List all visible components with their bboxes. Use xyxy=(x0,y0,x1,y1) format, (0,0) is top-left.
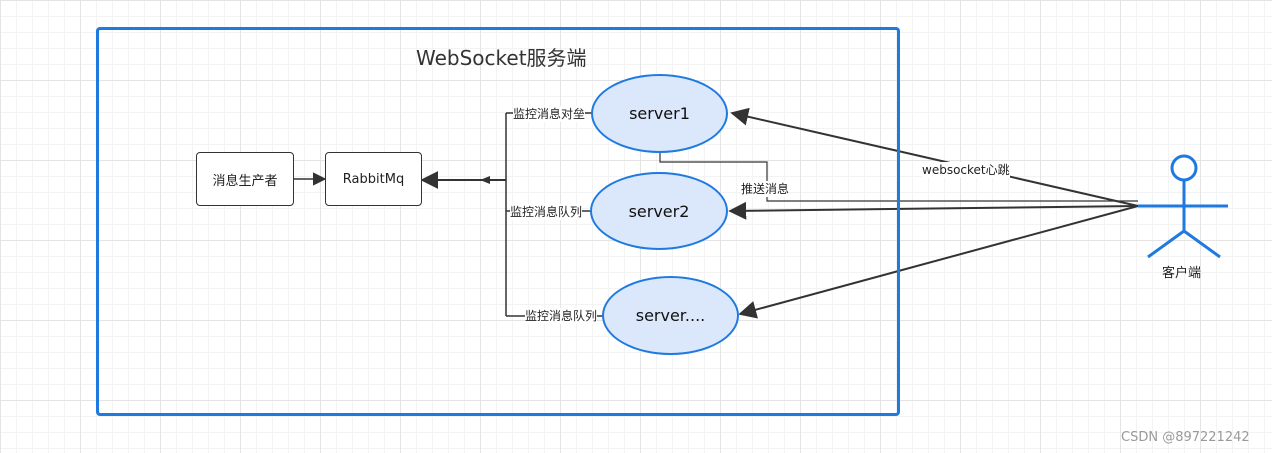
edge-label-monitor-2: 监控消息队列 xyxy=(510,204,583,220)
edge-client-to-server1 xyxy=(730,107,1139,207)
edge-push-message xyxy=(659,153,1138,202)
rabbitmq-node: RabbitMq xyxy=(325,152,422,206)
csdn-watermark: CSDN @897221242 xyxy=(1121,430,1250,445)
user-actor-icon xyxy=(1138,154,1228,259)
client-actor-label: 客户端 xyxy=(1162,266,1202,281)
server2-node: server2 xyxy=(590,172,728,250)
server1-node: server1 xyxy=(591,74,728,153)
edge-label-push: 推送消息 xyxy=(741,181,790,197)
server-n-node: server.... xyxy=(602,276,739,355)
rabbitmq-label: RabbitMq xyxy=(342,171,405,187)
server1-label: server1 xyxy=(629,104,690,123)
edge-client-to-server2 xyxy=(728,201,1139,220)
frame-title: WebSocket服务端 xyxy=(416,46,587,70)
edge-label-heartbeat: websocket心跳 xyxy=(922,162,1010,178)
producer-label: 消息生产者 xyxy=(212,173,278,189)
server2-label: server2 xyxy=(628,201,690,221)
edge-label-monitor-3: 监控消息队列 xyxy=(525,308,598,324)
edge-client-to-server-n xyxy=(738,205,1139,319)
edge-label-monitor-1: 监控消息对垒 xyxy=(513,106,586,122)
server-n-label: server.... xyxy=(635,306,706,325)
producer-node: 消息生产者 xyxy=(196,152,294,206)
websocket-server-frame xyxy=(96,27,900,416)
